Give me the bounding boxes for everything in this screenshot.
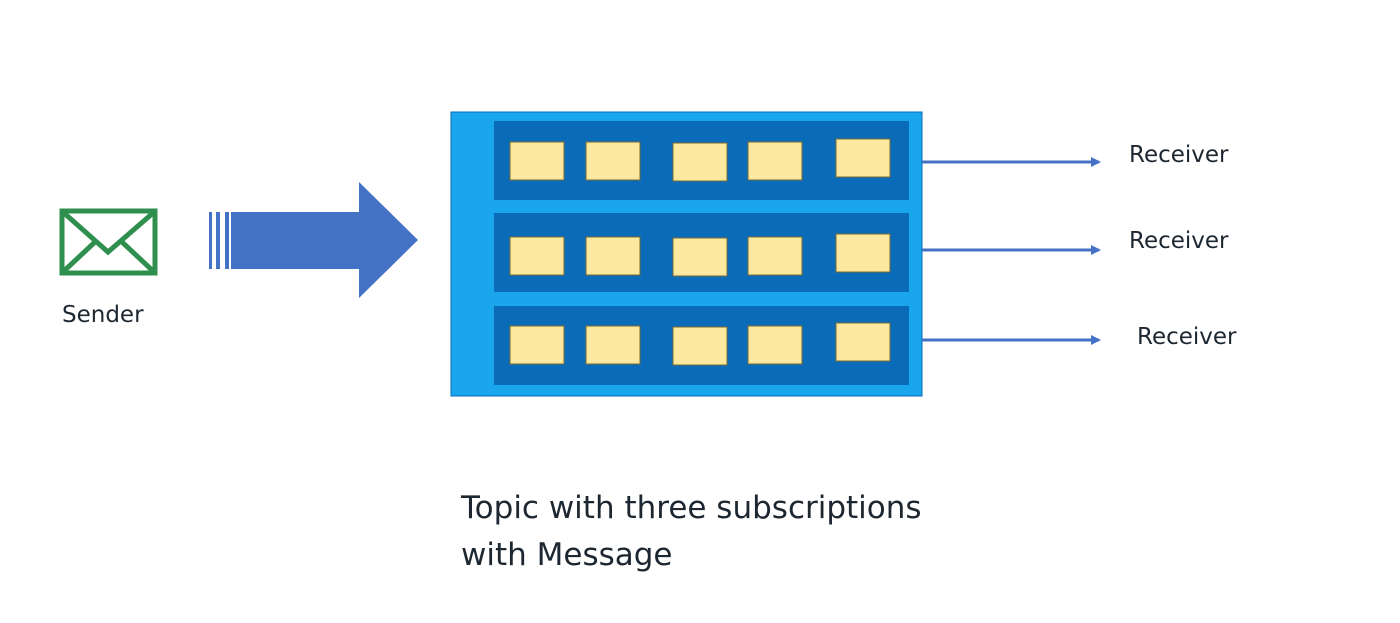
message-box [672, 142, 728, 182]
message-box [835, 138, 891, 178]
message-box [747, 141, 803, 181]
caption-line: with Message [461, 537, 673, 573]
message-box [585, 236, 641, 276]
message-box [509, 236, 565, 276]
receiver-arrows [922, 157, 1101, 345]
message-box [509, 325, 565, 365]
message-box [509, 141, 565, 181]
sender-label: Sender [62, 302, 144, 328]
message-box [835, 233, 891, 273]
send-arrow [209, 182, 418, 298]
message-box [585, 141, 641, 181]
message-box [747, 325, 803, 365]
message-box [672, 237, 728, 277]
message-box [835, 322, 891, 362]
message-box [672, 326, 728, 366]
subscriptions [494, 121, 909, 385]
diagram-caption: Topic with three subscriptions with Mess… [461, 485, 922, 579]
envelope-icon [59, 208, 158, 276]
receiver-label: Receiver [1129, 142, 1229, 168]
message-box [585, 325, 641, 365]
receiver-label: Receiver [1137, 324, 1237, 350]
caption-line: Topic with three subscriptions [461, 490, 922, 526]
receiver-label: Receiver [1129, 228, 1229, 254]
message-box [747, 236, 803, 276]
